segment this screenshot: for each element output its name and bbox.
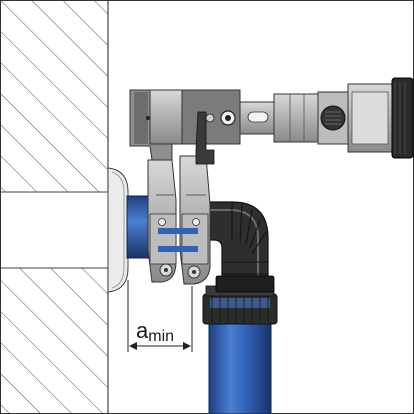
dimension-arrow	[127, 280, 193, 352]
wall	[1, 1, 109, 413]
crimp-jaws	[147, 155, 211, 285]
wall-sleeve	[107, 167, 129, 293]
pipe	[208, 317, 272, 414]
dimension-label-subscript: min	[148, 328, 174, 345]
crimp-tool	[129, 77, 414, 165]
elbow-fitting	[195, 201, 275, 293]
dimension-label-main: a	[136, 318, 149, 343]
dimension-label: amin	[136, 318, 174, 345]
wall-opening	[1, 192, 108, 268]
